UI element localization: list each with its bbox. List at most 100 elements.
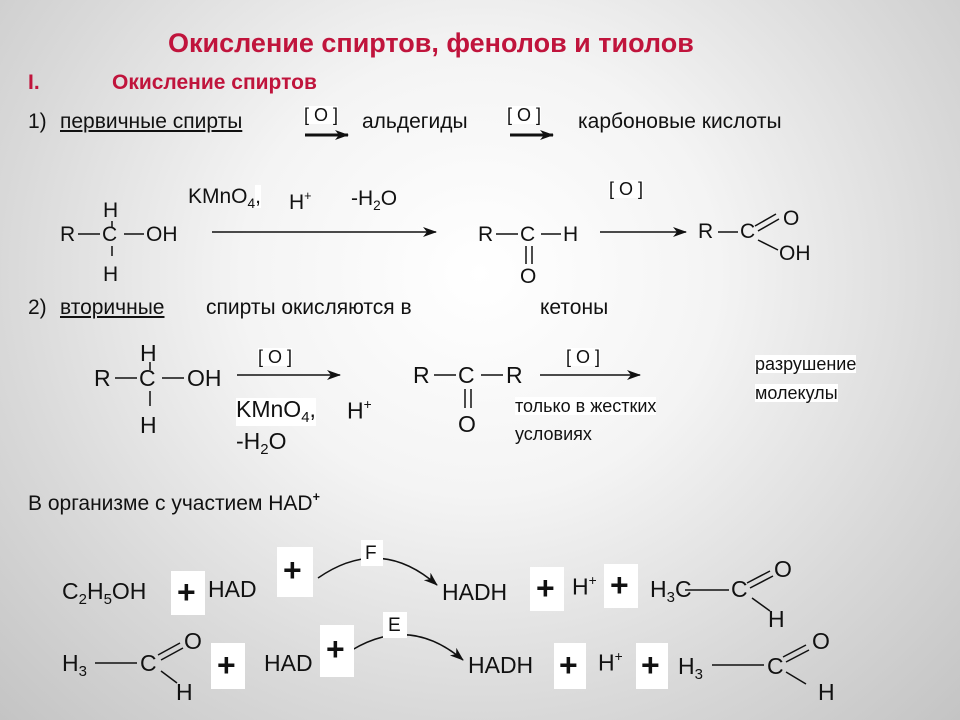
- plus-sign: +: [283, 552, 302, 588]
- plus-sign: +: [536, 570, 555, 606]
- destruction-1: разрушение: [755, 354, 857, 374]
- double-bond: [754, 213, 777, 227]
- ketones-label: кетоны: [540, 296, 609, 319]
- bond: [785, 671, 807, 685]
- page-title: Окисление спиртов, фенолов и тиолов: [168, 28, 694, 58]
- plus-box: +: [171, 571, 205, 615]
- oxidant-label: [ O ]: [566, 347, 601, 367]
- plus-box: +: [554, 643, 586, 689]
- plus-sign: +: [177, 574, 196, 610]
- byproduct-water: -H2O: [351, 187, 398, 213]
- atom-c: C: [731, 576, 748, 602]
- atom-r: R: [506, 362, 523, 388]
- primary-alcohols-label: первичные спирты: [60, 110, 243, 133]
- bond: [757, 239, 779, 251]
- enzyme-e: E: [388, 615, 401, 636]
- atom-o: O: [774, 556, 792, 582]
- destruction-2: молекулы: [755, 383, 838, 403]
- atom-h: H: [818, 679, 835, 705]
- enzyme-box: F: [361, 540, 383, 566]
- oxidant-label: [ O ]: [507, 105, 542, 125]
- methyl-group: H3: [62, 650, 87, 681]
- secondary-alcohols-label: вторичные: [60, 296, 165, 319]
- reagent-hplus: H+: [347, 397, 372, 424]
- nad-label: HAD: [208, 576, 257, 602]
- atom-c: C: [740, 220, 756, 243]
- atom-r: R: [478, 223, 494, 246]
- atom-h: H: [103, 263, 119, 286]
- nadh-label: HADH: [468, 652, 534, 678]
- harsh-conditions-1: только в жестких: [515, 396, 657, 416]
- atom-c: C: [140, 650, 157, 676]
- aldehydes-label: альдегиды: [362, 110, 468, 133]
- nad-label: HAD: [264, 650, 313, 676]
- plus-box: +: [636, 643, 668, 689]
- double-bond: [785, 649, 810, 663]
- atom-h: H: [768, 606, 785, 632]
- plus-box: +: [277, 547, 313, 597]
- atom-h: H: [103, 199, 119, 222]
- bond: [160, 670, 178, 684]
- proton: H+: [598, 649, 623, 676]
- plus-box: +: [211, 643, 245, 689]
- reagent-kmno4: KMnO4,: [236, 396, 316, 427]
- plus-sign: +: [217, 647, 236, 683]
- double-bond: [782, 644, 807, 658]
- methyl-group: H3: [678, 653, 703, 684]
- atom-r: R: [413, 362, 430, 388]
- carboxylic-acids-label: карбоновые кислоты: [578, 110, 782, 133]
- plus-sign: +: [559, 647, 578, 683]
- proton: H+: [572, 573, 597, 600]
- harsh-conditions-2: условиях: [515, 424, 592, 444]
- oxidant-label: [ O ]: [609, 179, 644, 199]
- plus-box: +: [604, 564, 638, 608]
- double-bond: [757, 218, 780, 232]
- double-bond: [160, 647, 184, 661]
- section-number: I.: [28, 71, 40, 94]
- oxidant-label: [ O ]: [304, 105, 339, 125]
- reagent-hplus: H+: [289, 189, 312, 214]
- bond: [751, 597, 771, 612]
- plus-sign: +: [641, 647, 660, 683]
- atom-r: R: [94, 365, 111, 391]
- plus-sign: +: [610, 567, 629, 603]
- methyl-group: H3C: [650, 576, 692, 607]
- atom-r: R: [60, 223, 76, 246]
- plus-box: +: [320, 625, 354, 677]
- reagent-kmno4: KMnO4,: [188, 185, 261, 211]
- section-heading: Окисление спиртов: [112, 71, 317, 94]
- atom-o: O: [783, 207, 800, 230]
- atom-h: H: [563, 223, 579, 246]
- double-bond: [749, 575, 774, 589]
- double-bond: [157, 642, 181, 656]
- oxidize-to-label: спирты окисляются в: [206, 296, 412, 319]
- atom-c: C: [520, 223, 536, 246]
- atom-c: C: [458, 362, 475, 388]
- byproduct-water: -H2O: [236, 428, 287, 459]
- plus-sign: +: [326, 631, 345, 667]
- enzyme-f: F: [365, 543, 377, 564]
- oxidant-label: [ O ]: [258, 347, 293, 367]
- atom-h: H: [140, 412, 157, 438]
- item-number-2: 2): [28, 296, 47, 319]
- atom-h: H: [176, 679, 193, 705]
- atom-c: C: [102, 223, 118, 246]
- atom-oh: OH: [146, 223, 178, 246]
- enzyme-box: E: [383, 612, 407, 638]
- atom-r: R: [698, 220, 714, 243]
- atom-oh: OH: [187, 365, 222, 391]
- atom-oh: OH: [779, 242, 811, 265]
- atom-h: H: [140, 340, 157, 366]
- atom-o: O: [812, 628, 830, 654]
- nadh-label: HADH: [442, 579, 508, 605]
- ethanol-formula: C2H5OH: [62, 578, 147, 609]
- in-body-label: В организме с участием НАD+: [28, 490, 320, 515]
- atom-o: O: [458, 411, 476, 437]
- double-bond: [746, 570, 771, 584]
- plus-box: +: [530, 567, 564, 611]
- atom-o: O: [184, 628, 202, 654]
- atom-o: O: [520, 265, 537, 288]
- item-number-1: 1): [28, 110, 47, 133]
- atom-c: C: [767, 653, 784, 679]
